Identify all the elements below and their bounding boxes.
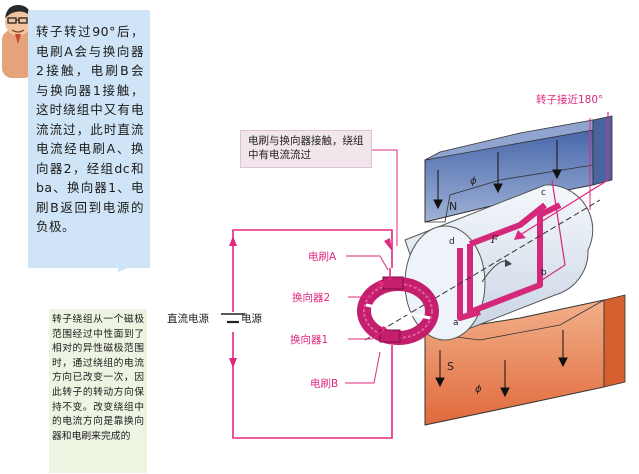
summary-text: 转子绕组从一个磁极范围经过中性面到了相对的异性磁极范围时，通过绕组的电流方向已改… bbox=[52, 314, 144, 442]
commutator-2-label: 换向器2 bbox=[292, 292, 331, 304]
source-label: 电源 bbox=[241, 313, 262, 325]
point-d-label: d bbox=[449, 237, 455, 247]
dc-source-label: 直流电源 bbox=[167, 313, 209, 325]
summary-callout bbox=[49, 309, 147, 473]
battery-symbol bbox=[221, 313, 245, 324]
explanation-text: 转子转过90°后，电刷A会与换向器2接触，电刷B会与换向器1接触，这时绕组中又有… bbox=[36, 24, 144, 234]
brush-a-label: 电刷A bbox=[308, 251, 337, 263]
point-b-label: b bbox=[541, 268, 547, 278]
brush-b-label: 电刷B bbox=[310, 378, 339, 390]
engineer-avatar-icon bbox=[2, 5, 34, 78]
point-a-label: a bbox=[453, 318, 459, 328]
flux-bottom-label: ϕ bbox=[475, 384, 482, 395]
rotor-angle-label: 转子接近180° bbox=[536, 94, 604, 106]
explanation-callout bbox=[28, 10, 150, 268]
pole-n-label: N bbox=[449, 200, 457, 213]
point-c-label: c bbox=[541, 188, 546, 198]
south-magnet bbox=[424, 294, 626, 426]
flux-arrows bbox=[433, 140, 568, 398]
flux-top-label: ϕ bbox=[470, 176, 477, 187]
circuit-wire bbox=[232, 229, 393, 439]
force-label: F bbox=[490, 235, 499, 246]
commutator-1-label: 换向器1 bbox=[290, 334, 329, 346]
north-magnet bbox=[424, 115, 613, 223]
pole-s-label: S bbox=[447, 360, 454, 373]
armature-winding bbox=[457, 202, 562, 321]
contact-note-box bbox=[240, 130, 372, 168]
contact-note-text: 电刷与换向器接触，绕组中有电流流过 bbox=[248, 135, 364, 161]
